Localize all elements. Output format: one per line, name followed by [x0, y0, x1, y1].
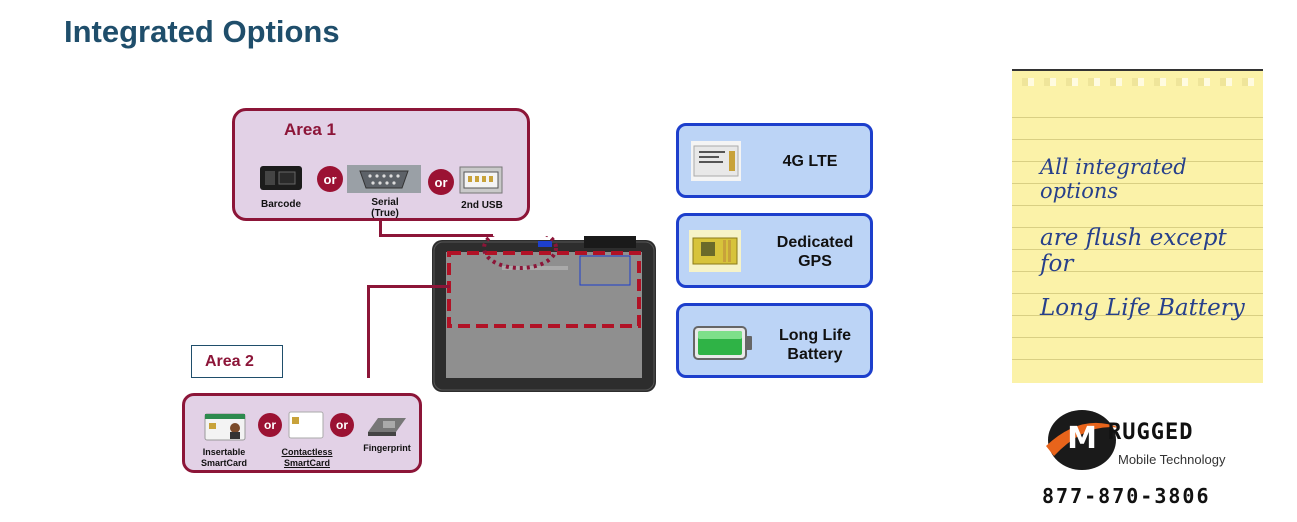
- note-perforation: [1012, 78, 1263, 86]
- tablet-device: [432, 226, 656, 394]
- contactless-sub-label: SmartCard: [283, 458, 330, 468]
- or-badge: or: [428, 169, 454, 195]
- connector-line: [367, 285, 370, 378]
- contactless-card-icon: [288, 411, 324, 439]
- logo-brand: RUGGED: [1108, 420, 1194, 445]
- note-top-edge: [1012, 69, 1263, 71]
- barcode-module-icon: [259, 163, 303, 193]
- option-long-life-battery: Long Life Battery: [676, 303, 873, 378]
- option-label: Long Life: [779, 327, 851, 344]
- note-line-3: Long Life Battery: [1040, 295, 1245, 321]
- option-label-line2: Battery: [787, 346, 843, 363]
- insertable-sub-label: SmartCard: [200, 458, 247, 468]
- smartcard-icon: [204, 413, 246, 441]
- usb-port-icon: [459, 165, 503, 195]
- or-badge: or: [330, 413, 354, 437]
- gps-module-icon: [689, 230, 741, 272]
- note-line-2: are flush except for: [1040, 225, 1227, 277]
- serial-sub-label: (True): [371, 208, 399, 219]
- connector-line: [367, 285, 450, 288]
- area-2-tag: Area 2: [191, 345, 283, 378]
- contactless-label: Contactless: [281, 447, 333, 457]
- option-label: Dedicated: [776, 234, 854, 251]
- area-2-title: Area 2: [205, 353, 254, 370]
- logo-tagline: Mobile Technology: [1118, 452, 1226, 467]
- option-dedicated-gps: Dedicated GPS: [676, 213, 873, 288]
- page-title: Integrated Options: [64, 14, 340, 49]
- area-2-panel: Insertable SmartCard or Contactless Smar…: [182, 393, 422, 473]
- or-badge: or: [258, 413, 282, 437]
- connector-line: [379, 234, 493, 237]
- option-4g-lte: 4G LTE: [676, 123, 873, 198]
- area-1-title: Area 1: [284, 120, 336, 139]
- area-1-panel: Area 1 Barcode or Serial (True) or 2nd: [232, 108, 530, 221]
- fingerprint-label: Fingerprint: [363, 443, 411, 453]
- battery-icon: [693, 323, 753, 363]
- fingerprint-sensor-icon: [366, 414, 408, 440]
- sticky-note: All integrated options are flush except …: [1012, 69, 1263, 383]
- svg-text:M: M: [1067, 421, 1097, 456]
- connector-line: [379, 220, 382, 237]
- serial-port-icon: [346, 163, 422, 195]
- barcode-label: Barcode: [260, 199, 301, 210]
- insertable-label: Insertable: [202, 447, 246, 457]
- note-line-1: All integrated options: [1040, 155, 1187, 203]
- option-label-line2: GPS: [798, 253, 832, 270]
- phone-number: 877-870-3806: [1042, 484, 1211, 508]
- usb-label: 2nd USB: [461, 200, 503, 211]
- option-label: 4G LTE: [782, 153, 838, 170]
- logo-emblem: M: [1042, 402, 1122, 478]
- serial-label: Serial: [371, 197, 399, 208]
- or-badge: or: [317, 166, 343, 192]
- lte-module-icon: [691, 141, 741, 181]
